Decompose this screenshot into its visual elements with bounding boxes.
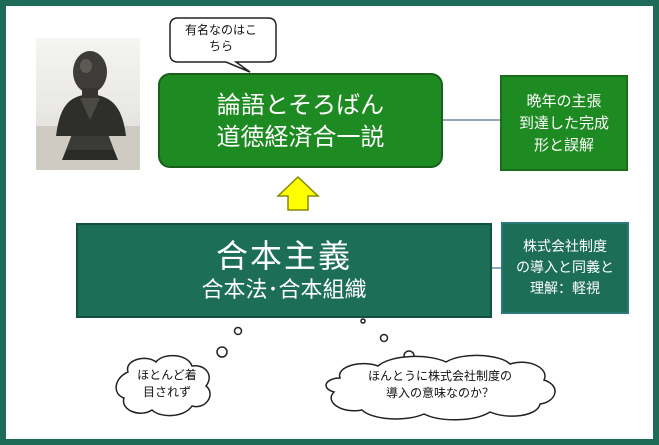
up-arrow-icon — [276, 175, 320, 211]
gohon-title: 合本主義 — [215, 236, 352, 275]
thought-cloud-left — [115, 354, 211, 417]
speech-callout-shape — [169, 17, 277, 73]
cloud-left-text: ほとんど着 目されず — [125, 367, 209, 401]
cloud-right-line-2: 導入の意味なのか？ — [385, 386, 494, 400]
gohon-subtitle: 合本法･合本組織 — [201, 277, 367, 303]
callout-line-2: ちら — [208, 39, 233, 53]
thought-dot — [379, 333, 389, 343]
callout-line-1: 有名なのはこ — [184, 23, 257, 37]
side-note-bottom: 株式会社制度 の導入と同義と 理解：軽視 — [501, 222, 629, 314]
thought-dot — [360, 318, 366, 324]
thought-cloud-right — [325, 354, 556, 421]
side-note-bottom-line-1: 株式会社制度 — [523, 238, 607, 255]
cloud-left-line-2: 目されず — [142, 385, 191, 399]
gohon-box: 合本主義 合本法･合本組織 — [76, 223, 492, 318]
side-note-bottom-line-3: 理解：軽視 — [530, 280, 600, 297]
side-note-top-line-1: 晩年の主張 — [526, 92, 602, 110]
side-note-top-line-3: 形と誤解 — [533, 136, 594, 154]
thought-dot — [216, 346, 228, 358]
main-concept-line-2: 道徳経済合一説 — [216, 122, 385, 151]
cloud-right-text: ほんとうに株式会社制度の 導入の意味なのか？ — [345, 368, 535, 402]
thought-dot — [233, 326, 243, 336]
main-concept-box: 論語とそろばん 道徳経済合一説 — [158, 73, 443, 168]
side-note-bottom-line-2: の導入と同義と — [516, 259, 614, 276]
bust-photo — [36, 38, 140, 170]
main-concept-line-1: 論語とそろばん — [216, 90, 385, 119]
cloud-right-line-1: ほんとうに株式会社制度の — [367, 369, 512, 383]
side-note-top: 晩年の主張 到達した完成 形と誤解 — [500, 75, 628, 171]
cloud-left-line-1: ほとんど着 — [137, 368, 197, 382]
side-note-top-line-2: 到達した完成 — [518, 114, 609, 132]
callout-text: 有名なのはこ ちら — [172, 22, 270, 54]
